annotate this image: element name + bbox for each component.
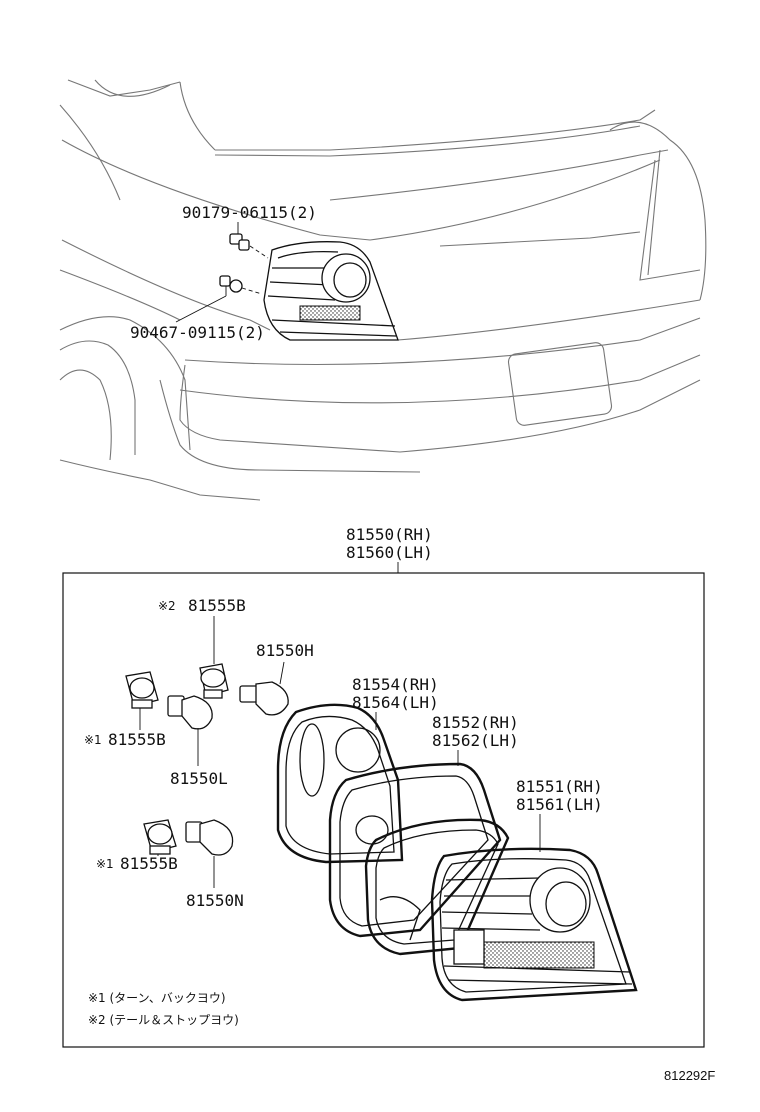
label-body-rh: 81552(RH) [432,713,519,732]
assembly-frame [62,572,705,1048]
mark-socket-turn: ※1 [84,733,102,747]
label-lens-lh: 81561(LH) [516,795,603,814]
bulb-back [185,819,234,856]
mark-socket-tail-stop: ※2 [158,599,176,613]
label-body-lh: 81562(LH) [432,731,519,750]
inner-frame [364,818,510,956]
socket-turn [125,671,159,709]
note-1: ※1 (ターン、バックヨウ) [88,991,226,1005]
label-socket-turn: 81555B [108,730,166,749]
label-socket-tail-stop: 81555B [188,596,246,615]
label-gasket-rh: 81554(RH) [352,675,439,694]
leader-bulb-tail-stop [279,661,285,685]
label-socket-back: 81555B [120,854,178,873]
leader-bolt-lower [175,286,227,323]
label-assy-rh: 81550(RH) [346,525,433,544]
bulb-tail-stop [239,681,289,716]
socket-tail-stop [199,663,229,699]
installed-tail-lamp [263,241,399,341]
mark-socket-back: ※1 [96,857,114,871]
label-gasket-lh: 81564(LH) [352,693,439,712]
socket-back [143,819,177,855]
label-bulb-back: 81550N [186,891,244,910]
label-lens-rh: 81551(RH) [516,777,603,796]
gasket [276,703,404,864]
outer-lens [430,847,638,1002]
label-assy-lh: 81560(LH) [346,543,433,562]
label-bulb-tail-stop: 81550H [256,641,314,660]
bolt-lower [219,275,263,295]
reference-code: 812292F [664,1068,715,1083]
label-bolt-lower: 90467-09115(2) [130,323,265,342]
car-rear-outline [59,79,707,501]
bulb-turn [167,695,213,730]
lamp-body [328,762,502,938]
label-bulb-turn: 81550L [170,769,228,788]
label-bolt-upper: 90179-06115(2) [182,203,317,222]
bolt-upper [229,233,269,259]
note-2: ※2 (テール＆ストップヨウ) [88,1013,239,1027]
